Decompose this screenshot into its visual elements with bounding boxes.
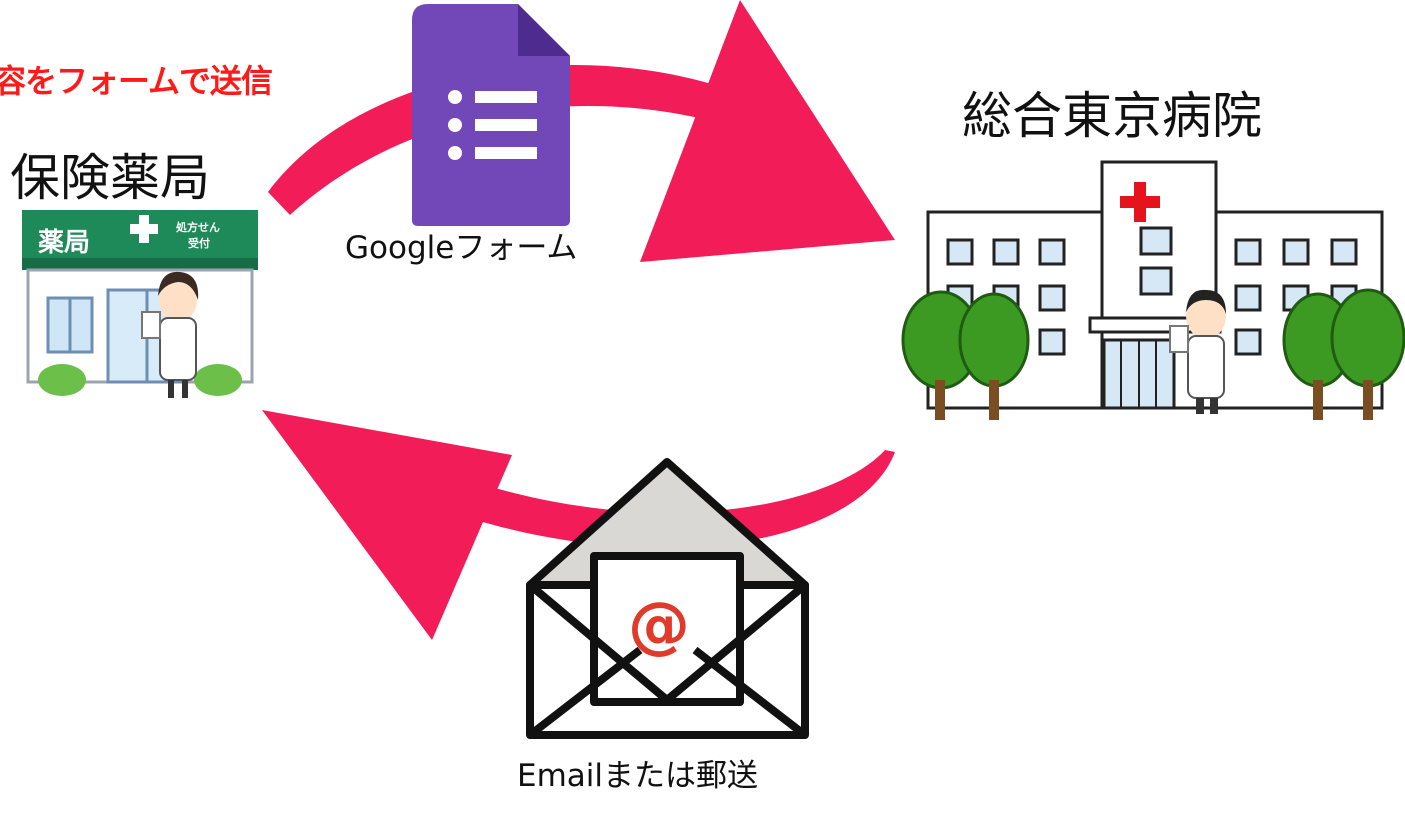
google-form-label: Googleフォーム bbox=[345, 230, 578, 266]
arrow-to-pharmacy bbox=[262, 410, 895, 640]
hospital-illustration bbox=[901, 160, 1405, 420]
hospital-name: 総合東京病院 bbox=[962, 87, 1262, 145]
pharmacy-name: 保険薬局 bbox=[10, 149, 210, 207]
pharmacy-sign-sub-2: 受付 bbox=[188, 237, 210, 250]
email-at-symbol: @ bbox=[628, 588, 690, 661]
email-label: Emailまたは郵送 bbox=[517, 758, 759, 794]
pharmacy-illustration bbox=[22, 210, 258, 398]
arrow-to-hospital bbox=[268, 0, 895, 262]
headline: 容をフォームで送信 bbox=[0, 62, 273, 100]
email-envelope-icon bbox=[526, 458, 809, 739]
pharmacy-sign-sub-1: 処方せん bbox=[176, 221, 220, 234]
google-form-icon bbox=[412, 4, 570, 226]
pharmacy-sign-main: 薬局 bbox=[38, 228, 91, 258]
